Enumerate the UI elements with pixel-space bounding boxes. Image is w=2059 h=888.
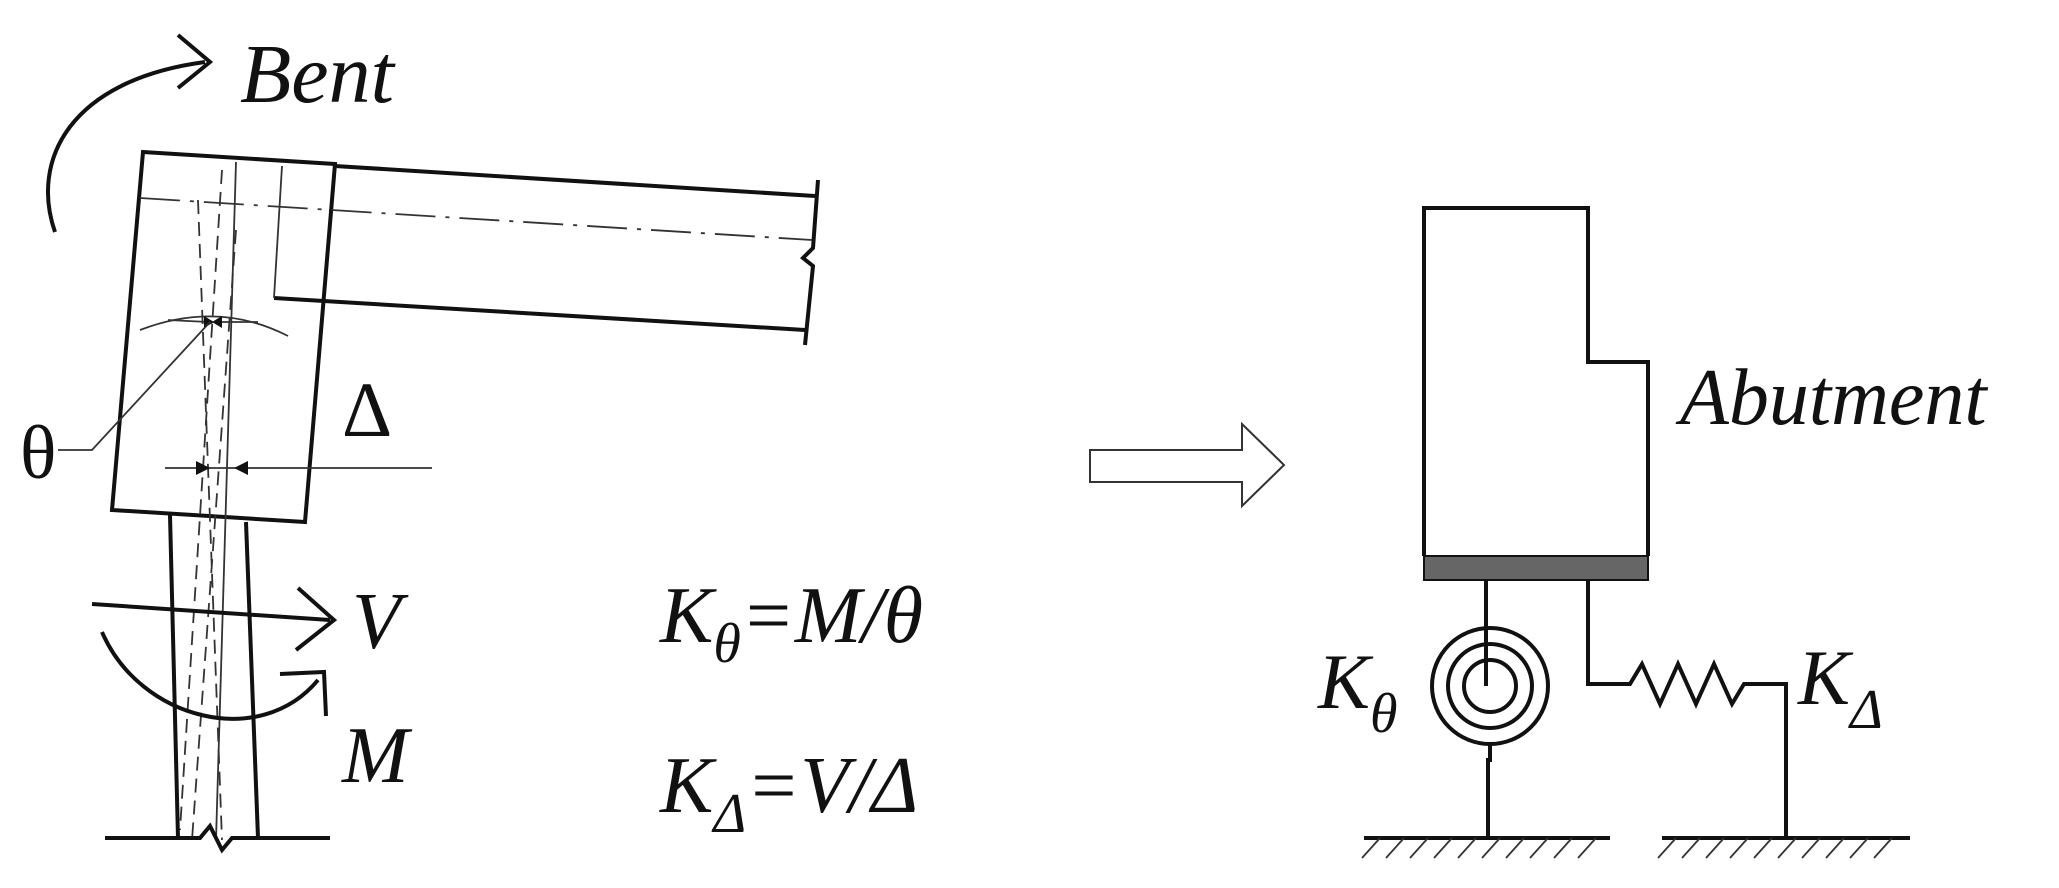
deck-bottom-edge bbox=[273, 296, 806, 332]
k-theta-eq-base: K bbox=[659, 572, 717, 660]
translational-spring bbox=[1586, 580, 1788, 836]
abutment-model bbox=[1361, 206, 1910, 859]
abutment-outline bbox=[1422, 206, 1650, 556]
bent-rotation-arrowhead bbox=[176, 33, 214, 90]
theta-arrowhead-right bbox=[212, 316, 222, 328]
rotational-spring-mid bbox=[1446, 642, 1534, 730]
transform-arrow-icon bbox=[1089, 421, 1286, 509]
deck-break-line bbox=[800, 179, 820, 346]
shear-arrow-shaft bbox=[91, 602, 331, 622]
column-right-edge bbox=[244, 521, 260, 839]
delta-label: Δ bbox=[342, 366, 392, 453]
bent-cap bbox=[109, 149, 338, 525]
trans-spring-sub: Δ bbox=[1848, 679, 1883, 741]
shear-arrowhead bbox=[294, 586, 338, 652]
ground-line bbox=[105, 822, 330, 854]
moment-arrowhead bbox=[279, 669, 328, 717]
rotational-spring-base bbox=[1486, 744, 1492, 836]
k-theta-eq-rhs: =M/θ bbox=[741, 572, 923, 660]
translational-spring-label: KΔ bbox=[1797, 634, 1883, 741]
deformed-line-2 bbox=[191, 229, 237, 841]
k-theta-equation: Kθ=M/θ bbox=[659, 572, 923, 675]
rotational-spring-label: Kθ bbox=[1317, 638, 1398, 745]
rot-spring-sub: θ bbox=[1370, 683, 1398, 745]
k-delta-eq-rhs: =V/Δ bbox=[746, 742, 918, 830]
theta-arc bbox=[139, 315, 289, 337]
trans-spring-base: K bbox=[1797, 634, 1854, 721]
delta-arrowhead-right bbox=[234, 461, 248, 475]
bent-rotation-arc bbox=[46, 60, 206, 233]
moment-label: M bbox=[341, 712, 413, 800]
deck-top-edge bbox=[334, 164, 816, 198]
deck-end-face bbox=[273, 165, 283, 299]
bent-label: Bent bbox=[240, 28, 397, 121]
theta-leader bbox=[58, 321, 211, 451]
theta-label: θ bbox=[20, 411, 56, 495]
rotational-spring-inner bbox=[1462, 658, 1518, 714]
ground-right-hatch bbox=[1657, 837, 1893, 859]
bearing-pad bbox=[1423, 555, 1649, 581]
theta-arrow-left bbox=[167, 319, 209, 323]
bent-structure bbox=[46, 33, 820, 854]
ground-left-hatch bbox=[1361, 837, 1597, 859]
k-delta-equation: KΔ=V/Δ bbox=[659, 742, 918, 845]
rot-spring-base: K bbox=[1317, 638, 1374, 725]
abutment-label: Abutment bbox=[1675, 354, 1988, 442]
k-delta-eq-base: K bbox=[659, 742, 717, 830]
k-theta-eq-sub: θ bbox=[713, 613, 741, 675]
k-delta-eq-sub: Δ bbox=[711, 783, 746, 845]
moment-arc bbox=[100, 631, 320, 721]
deck-centerline bbox=[139, 197, 813, 241]
shear-label: V bbox=[352, 578, 409, 666]
delta-arrowhead-left bbox=[196, 461, 210, 475]
deformed-line-3 bbox=[179, 169, 223, 831]
deformed-line-1 bbox=[197, 199, 223, 841]
column-left-edge bbox=[168, 514, 180, 839]
